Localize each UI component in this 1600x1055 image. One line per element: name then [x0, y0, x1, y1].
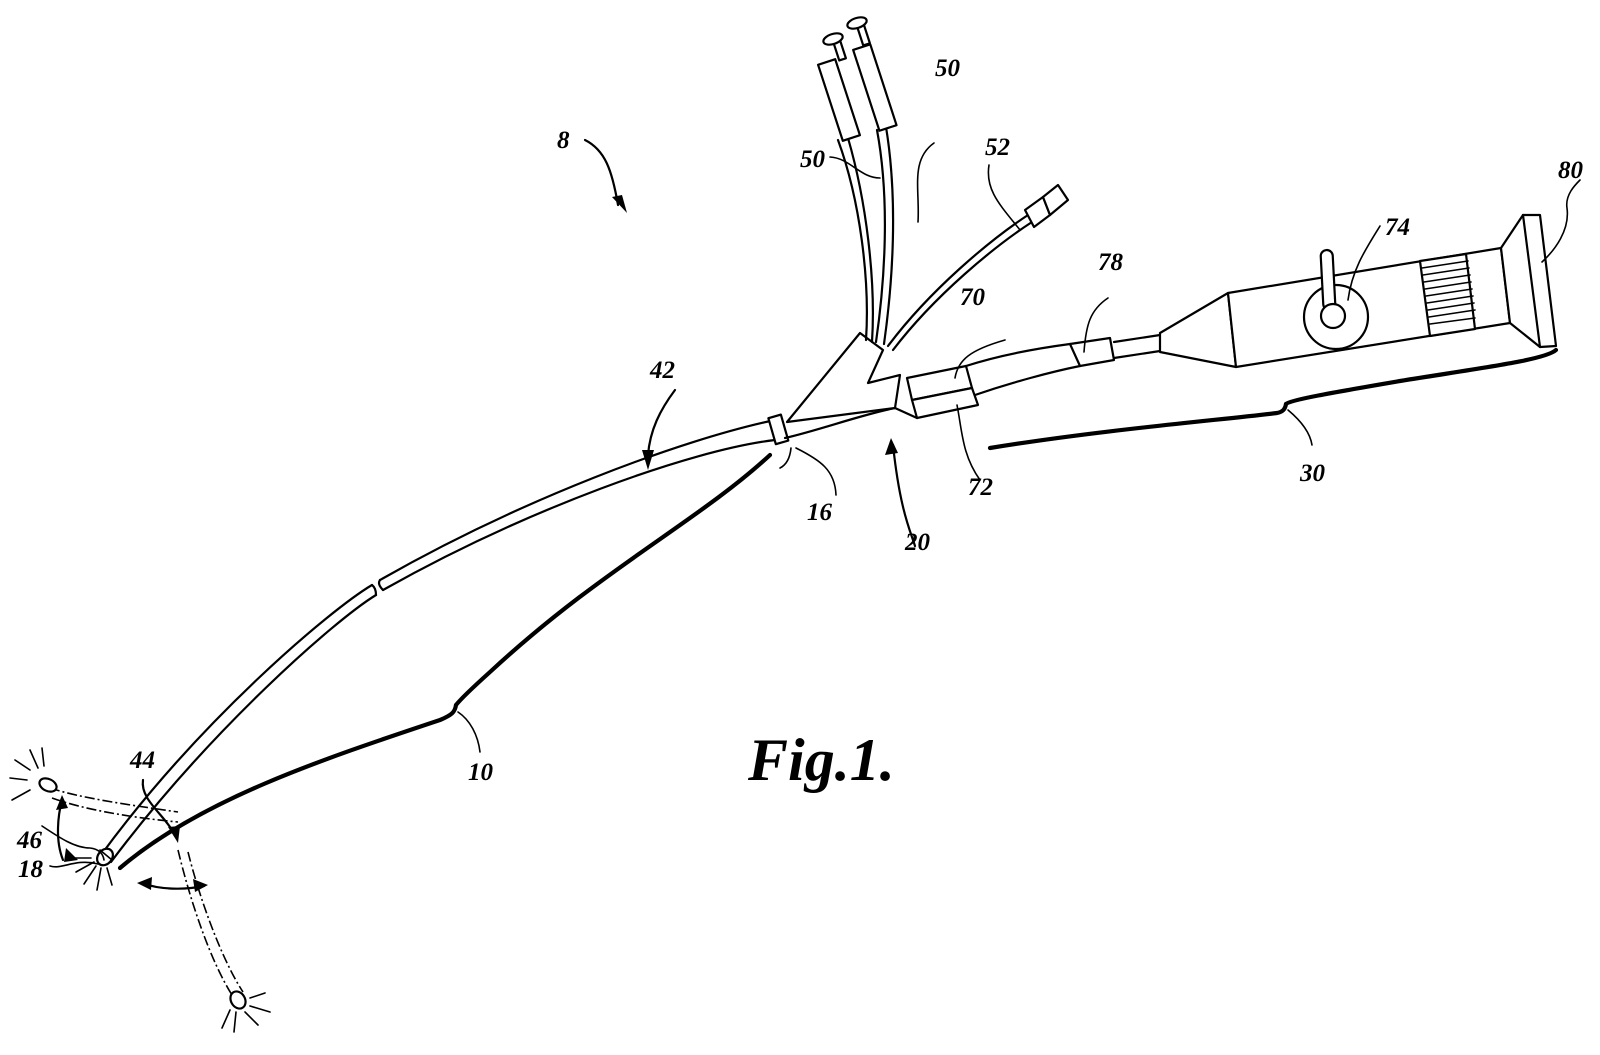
knurled-ring [1418, 252, 1477, 338]
figure-caption: Fig.1. [747, 727, 895, 793]
articulation-arrow-vertical [56, 795, 78, 862]
reference-numerals: 8 10 16 18 20 30 42 44 46 50 50 52 70 72… [16, 55, 1584, 883]
ref-74: 74 [1385, 214, 1410, 241]
y-connector [785, 331, 902, 424]
eyepiece-housing [1158, 213, 1558, 369]
ref-70: 70 [960, 284, 986, 311]
ref-46: 46 [16, 827, 43, 854]
port-right [846, 16, 898, 346]
articulation-arrow-horizontal [137, 877, 208, 892]
port-left [816, 32, 874, 344]
ref-50-right: 50 [935, 55, 961, 82]
ref-30: 30 [1299, 460, 1326, 487]
sheath-shaft [99, 418, 777, 864]
articulated-position-up [9, 747, 179, 823]
ref-52: 52 [985, 134, 1010, 161]
ref-50-left: 50 [800, 146, 826, 173]
articulated-position-down [177, 849, 271, 1033]
cable [886, 183, 1070, 352]
distal-tip [71, 847, 114, 891]
coupler [893, 364, 980, 420]
bracket-30 [987, 347, 1559, 451]
ref-10: 10 [468, 759, 494, 786]
leader-lines [41, 138, 1581, 868]
ref-80: 80 [1558, 157, 1584, 184]
insertion-tube [964, 333, 1162, 397]
ref-8: 8 [557, 127, 570, 154]
control-knob [1302, 248, 1370, 351]
bracket-10 [117, 452, 773, 871]
ref-42: 42 [649, 357, 675, 384]
ref-18: 18 [18, 856, 44, 883]
ref-16: 16 [807, 499, 833, 526]
light-rays-icon [71, 857, 113, 891]
ref-78: 78 [1098, 249, 1124, 276]
ref-20: 20 [904, 529, 931, 556]
ref-72: 72 [968, 474, 993, 501]
ref-44: 44 [129, 747, 155, 774]
